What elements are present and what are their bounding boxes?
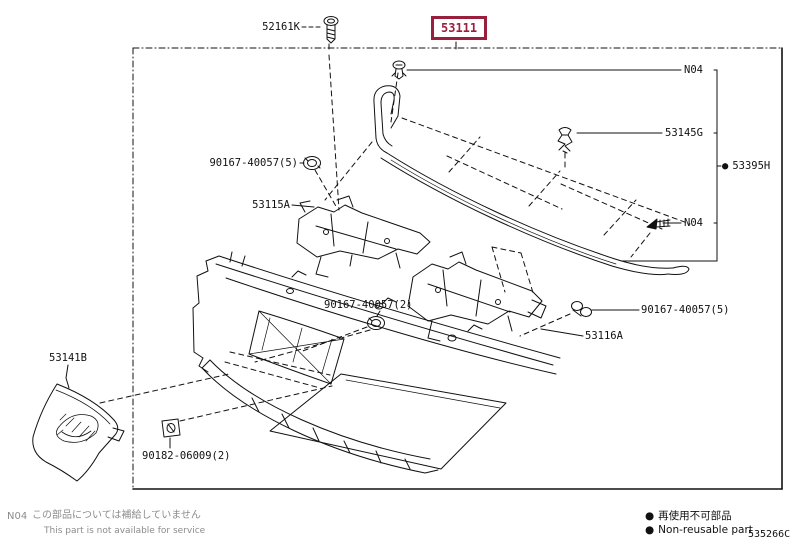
grille-body-art [192,251,561,474]
part-label-53395H-text: 53395H [732,160,771,172]
bracket-53116A-art [407,246,547,342]
legend-non-reusable-jp: ●再使用不可部品 [645,510,732,522]
legend-non-reusable-jp-text: 再使用不可部品 [658,510,732,522]
part-label-90167-40057-mid[interactable]: 90167-40057(2) [324,299,413,311]
legend-non-reusable-en-text: Non-reusable part [658,524,753,536]
footnote-unavailable-jp: この部品については補給していません [32,510,201,521]
emblem-53141B-art [32,383,125,482]
part-label-n04-mid[interactable]: N04 [684,217,703,229]
legend-bullet-icon-en: ● [645,524,655,536]
part-label-53395H[interactable]: ●53395H [722,160,770,172]
bracket-53115A-art [296,195,431,278]
diagram-code: 535266C [748,529,791,540]
legend-non-reusable-en: ●Non-reusable part [645,524,753,536]
grille-molding-53111-art [373,85,691,276]
clip-icon-53145G [557,127,573,154]
screw-icon [323,16,339,44]
non-reusable-bullet-icon: ● [722,160,729,172]
bolt-icon-left [303,156,321,170]
part-label-52161K[interactable]: 52161K [262,21,300,33]
legend-bullet-icon-jp: ● [645,510,655,522]
part-label-53116A[interactable]: 53116A [585,330,623,342]
clip-icon-n04-mid [646,218,671,230]
clip-icon-n04-top [391,60,407,80]
nut-icon-right [571,301,592,317]
nut-icon-bottom [161,418,181,438]
footnote-n04-code: N04 [7,511,28,522]
selected-part-label-53111[interactable]: 53111 [431,16,488,40]
diagram-frame [132,47,783,490]
part-label-n04-top[interactable]: N04 [684,64,703,76]
bolt-icon-mid [367,316,385,330]
part-label-53141B[interactable]: 53141B [49,352,87,364]
footnote-unavailable-en: This part is not available for service [44,526,206,536]
part-label-90182-06009[interactable]: 90182-06009(2) [142,450,231,462]
part-label-53115A[interactable]: 53115A [252,199,290,211]
leader-lines [65,26,722,449]
part-label-90167-40057-right[interactable]: 90167-40057(5) [641,304,730,316]
part-label-90167-40057-left[interactable]: 90167-40057(5) [209,157,298,169]
part-label-53145G[interactable]: 53145G [665,127,703,139]
